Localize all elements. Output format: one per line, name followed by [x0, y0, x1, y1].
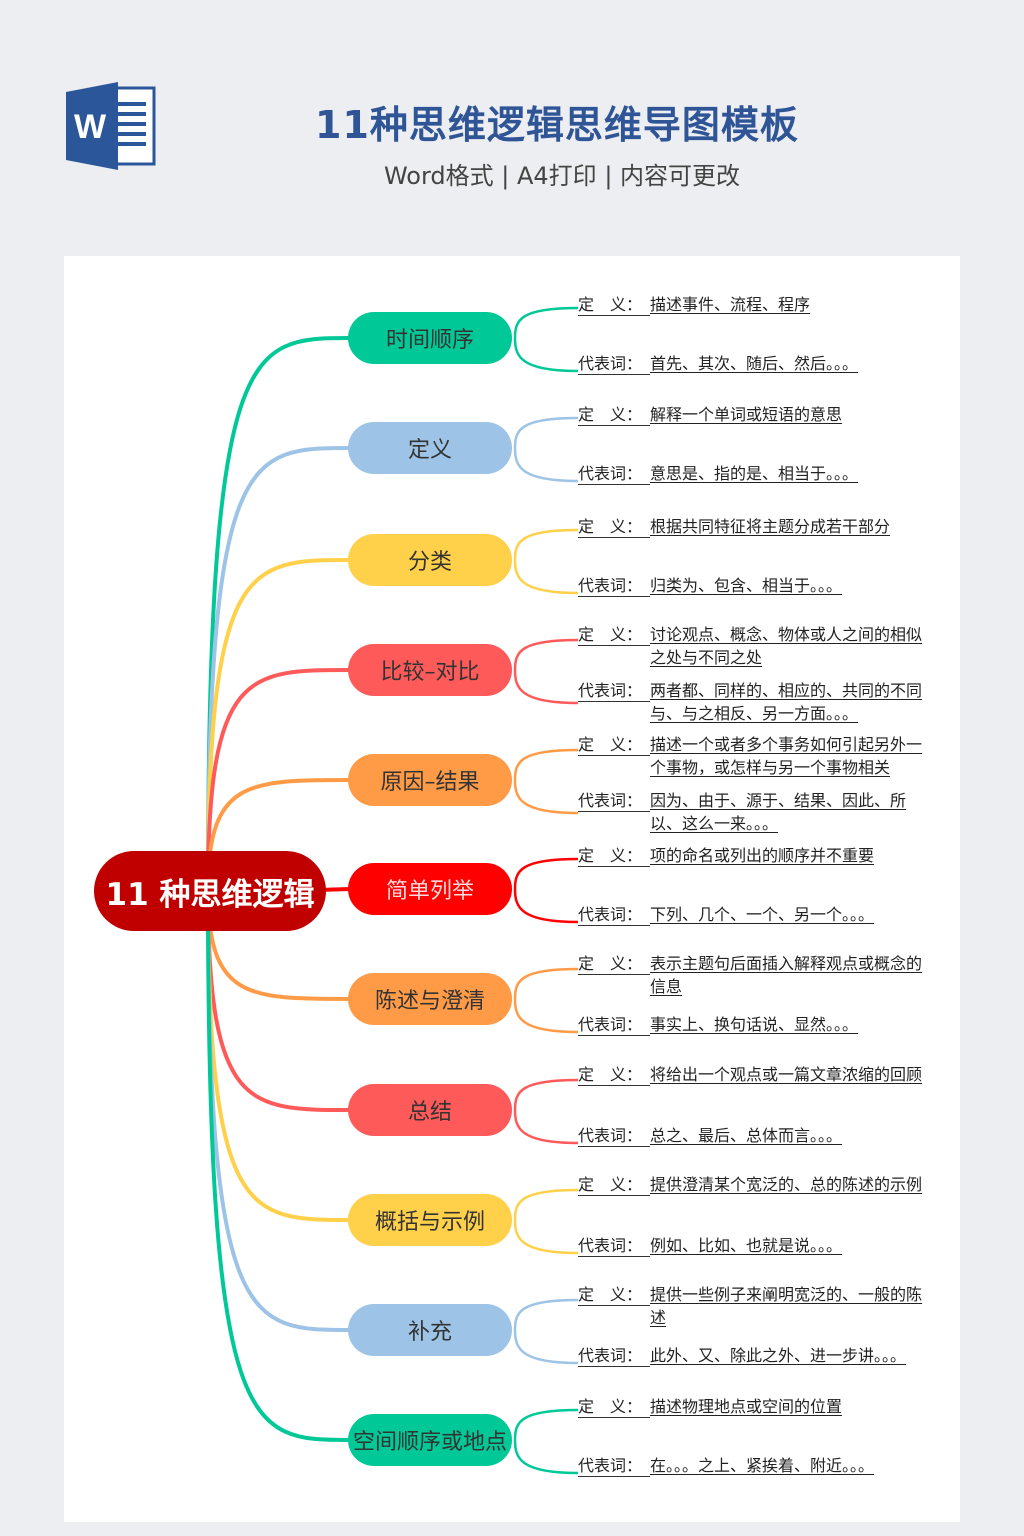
page-title: 11种思维逻辑思维导图模板	[315, 103, 799, 147]
page-subtitle: Word格式 | A4打印 | 内容可更改	[383, 162, 741, 190]
definition-text: 定 义：提供一些例子来阐明宽泛的、一般的陈述	[578, 1283, 924, 1329]
field-value: 提供一些例子来阐明宽泛的、一般的陈述	[650, 1285, 923, 1327]
branch-node[interactable]: 原因–结果	[348, 754, 512, 806]
examples-text: 代表词：首先、其次、随后、然后。。。	[578, 352, 924, 375]
field-label: 定 义：	[578, 1063, 650, 1086]
branch-node[interactable]: 比较–对比	[348, 644, 512, 696]
definition-text: 定 义：表示主题句后面插入解释观点或概念的信息	[578, 952, 924, 998]
bracket-connector	[513, 857, 579, 924]
field-label: 定 义：	[578, 403, 650, 426]
field-value: 因为、由于、源于、结果、因此、所以、这么一来。。。	[650, 791, 907, 833]
field-label: 代表词：	[578, 462, 650, 485]
field-label: 代表词：	[578, 1013, 650, 1036]
examples-text: 代表词：归类为、包含、相当于。。。	[578, 574, 924, 597]
bracket-connector	[513, 1408, 579, 1475]
branch-connector	[206, 446, 351, 891]
field-value: 描述事件、流程、程序	[650, 295, 811, 314]
examples-text: 代表词：此外、又、除此之外、进一步讲。。。	[578, 1344, 924, 1367]
examples-text: 代表词：下列、几个、一个、另一个。。。	[578, 903, 924, 926]
field-value: 描述一个或者多个事务如何引起另外一个事物，或怎样与另一个事物相关	[650, 735, 923, 777]
examples-text: 代表词：事实上、换句话说、显然。。。	[578, 1013, 924, 1036]
examples-text: 代表词：意思是、指的是、相当于。。。	[578, 462, 924, 485]
field-label: 代表词：	[578, 352, 650, 375]
examples-text: 代表词：因为、由于、源于、结果、因此、所以、这么一来。。。	[578, 789, 924, 835]
definition-text: 定 义：描述物理地点或空间的位置	[578, 1395, 924, 1418]
bracket-connector	[513, 1188, 579, 1255]
branch-node[interactable]: 补充	[348, 1304, 512, 1356]
definition-text: 定 义：讨论观点、概念、物体或人之间的相似之处与不同之处	[578, 623, 924, 669]
bracket-connector	[513, 638, 579, 705]
branch-node[interactable]: 空间顺序或地点	[348, 1414, 512, 1466]
examples-text: 代表词：两者都、同样的、相应的、共同的不同与、与之相反、另一方面。。。	[578, 679, 924, 725]
branch-node[interactable]: 概括与示例	[348, 1194, 512, 1246]
branch-connector	[206, 558, 351, 891]
field-value: 表示主题句后面插入解释观点或概念的信息	[650, 954, 923, 996]
branch-connector	[206, 889, 351, 1442]
field-value: 讨论观点、概念、物体或人之间的相似之处与不同之处	[650, 625, 923, 667]
definition-text: 定 义：提供澄清某个宽泛的、总的陈述的示例	[578, 1173, 924, 1196]
bracket-connector	[513, 967, 579, 1034]
definition-text: 定 义：根据共同特征将主题分成若干部分	[578, 515, 924, 538]
bracket-connector	[513, 748, 579, 815]
field-value: 将给出一个观点或一篇文章浓缩的回顾	[650, 1065, 923, 1084]
bracket-connector	[513, 528, 579, 595]
field-value: 提供澄清某个宽泛的、总的陈述的示例	[650, 1175, 923, 1194]
field-value: 例如、比如、也就是说。。。	[650, 1236, 843, 1255]
field-label: 定 义：	[578, 293, 650, 316]
field-label: 定 义：	[578, 623, 650, 646]
field-value: 解释一个单词或短语的意思	[650, 405, 843, 424]
field-label: 定 义：	[578, 515, 650, 538]
field-value: 首先、其次、随后、然后。。。	[650, 354, 859, 373]
branch-node[interactable]: 时间顺序	[348, 312, 512, 364]
word-logo-icon: W	[64, 82, 156, 170]
field-label: 代表词：	[578, 679, 650, 702]
field-value: 项的命名或列出的顺序并不重要	[650, 846, 875, 865]
branch-node[interactable]: 总结	[348, 1084, 512, 1136]
definition-text: 定 义：描述一个或者多个事务如何引起另外一个事物，或怎样与另一个事物相关	[578, 733, 924, 779]
field-value: 根据共同特征将主题分成若干部分	[650, 517, 891, 536]
definition-text: 定 义：将给出一个观点或一篇文章浓缩的回顾	[578, 1063, 924, 1086]
definition-text: 定 义：项的命名或列出的顺序并不重要	[578, 844, 924, 867]
branch-node[interactable]: 定义	[348, 422, 512, 474]
bracket-connector	[513, 1298, 579, 1365]
examples-text: 代表词：例如、比如、也就是说。。。	[578, 1234, 924, 1257]
bracket-connector	[513, 306, 579, 373]
field-value: 在。。。之上、紧挨着、附近。。。	[650, 1456, 875, 1475]
field-label: 定 义：	[578, 1173, 650, 1196]
field-label: 代表词：	[578, 1344, 650, 1367]
field-value: 描述物理地点或空间的位置	[650, 1397, 843, 1416]
field-label: 定 义：	[578, 1283, 650, 1306]
examples-text: 代表词：总之、最后、总体而言。。。	[578, 1124, 924, 1147]
field-label: 代表词：	[578, 1124, 650, 1147]
bracket-connector	[513, 1078, 579, 1145]
branch-node[interactable]: 分类	[348, 534, 512, 586]
branch-node[interactable]: 陈述与澄清	[348, 973, 512, 1025]
field-label: 代表词：	[578, 574, 650, 597]
field-label: 代表词：	[578, 903, 650, 926]
field-value: 意思是、指的是、相当于。。。	[650, 464, 859, 483]
field-label: 代表词：	[578, 1454, 650, 1477]
field-label: 定 义：	[578, 844, 650, 867]
field-value: 下列、几个、一个、另一个。。。	[650, 905, 875, 924]
field-label: 定 义：	[578, 733, 650, 756]
definition-text: 定 义：解释一个单词或短语的意思	[578, 403, 924, 426]
field-label: 定 义：	[578, 1395, 650, 1418]
examples-text: 代表词：在。。。之上、紧挨着、附近。。。	[578, 1454, 924, 1477]
field-label: 代表词：	[578, 1234, 650, 1257]
field-value: 总之、最后、总体而言。。。	[650, 1126, 843, 1145]
branch-connector	[206, 336, 351, 891]
branch-connector	[206, 889, 351, 1222]
field-value: 事实上、换句话说、显然。。。	[650, 1015, 859, 1034]
branch-connector	[206, 668, 351, 891]
definition-text: 定 义：描述事件、流程、程序	[578, 293, 924, 316]
branch-node[interactable]: 简单列举	[348, 863, 512, 915]
field-label: 代表词：	[578, 789, 650, 812]
bracket-connector	[513, 416, 579, 483]
field-value: 两者都、同样的、相应的、共同的不同与、与之相反、另一方面。。。	[650, 681, 923, 723]
field-value: 此外、又、除此之外、进一步讲。。。	[650, 1346, 907, 1365]
root-node[interactable]: 11 种思维逻辑	[94, 851, 326, 931]
svg-text:W: W	[74, 108, 107, 146]
field-label: 定 义：	[578, 952, 650, 975]
field-value: 归类为、包含、相当于。。。	[650, 576, 843, 595]
